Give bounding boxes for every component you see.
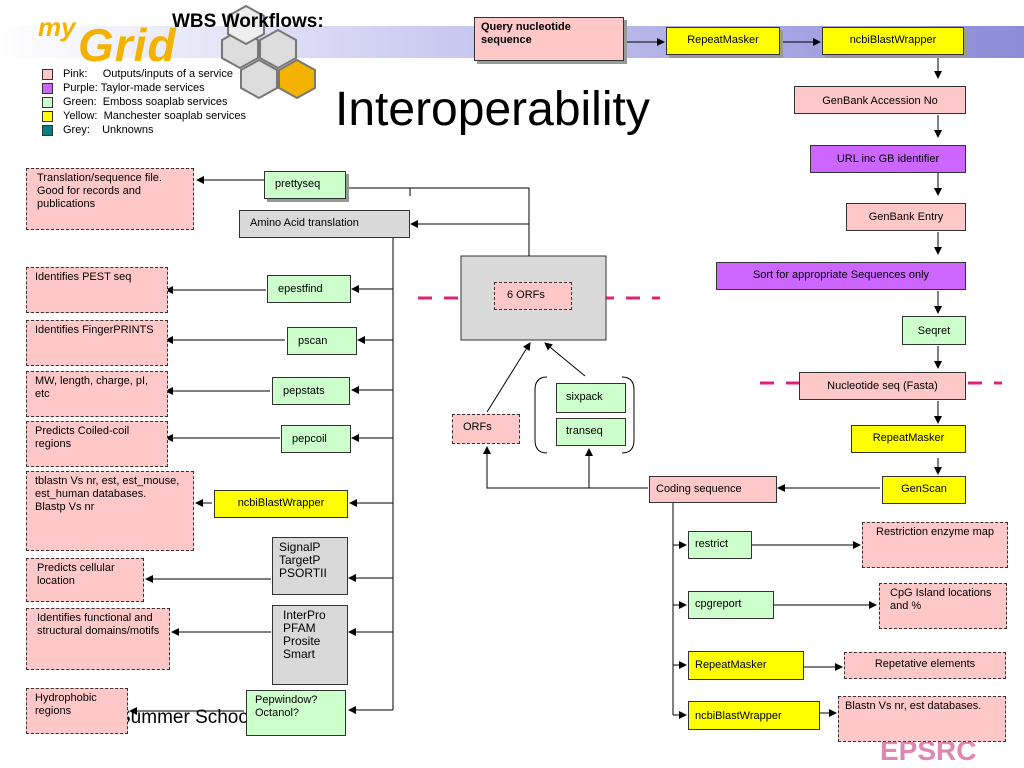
query-nucleotide-node[interactable]: Query nucleotide sequence [474,17,624,61]
legend-label: Yellow: Manchester soaplab services [63,110,247,122]
seqret-node[interactable]: Seqret [902,316,966,345]
cellular-location-node[interactable]: Predicts cellular location [26,558,144,602]
legend-item: Yellow: Manchester soaplab services [42,110,246,123]
logo-grid: Grid [78,19,177,71]
sort-sequences-node[interactable]: Sort for appropriate Sequences only [716,262,966,290]
interpro-node[interactable]: InterPro PFAM Prosite Smart [272,605,348,685]
arrow-coding-orfs [483,446,648,489]
hydrophobic-node[interactable]: Hydrophobic regions [26,688,128,734]
epestfind-node[interactable]: epestfind [267,275,351,303]
signalp-node[interactable]: SignalP TargetP PSORTII [272,537,348,595]
amino-acid-node[interactable]: Amino Acid translation [239,210,410,238]
url-gb-node[interactable]: URL inc GB identifier [810,145,966,173]
translation-file-node[interactable]: Translation/sequence file. Good for reco… [26,168,194,230]
genbank-entry-node[interactable]: GenBank Entry [846,203,966,231]
pepstats-node[interactable]: pepstats [272,377,350,405]
repeatmasker2-node[interactable]: RepeatMasker [851,425,966,453]
restriction-map-node[interactable]: Restriction enzyme map [862,522,1008,568]
cpg-island-node[interactable]: CpG Island locations and % [879,583,1007,629]
arrow-panel-prettyseq [409,187,530,256]
legend-item: Purple: Taylor-made services [42,82,205,95]
legend-swatch [42,69,53,80]
legend-label: Green: Emboss soaplab services [63,96,228,108]
legend-swatch [42,111,53,122]
cpgreport-node[interactable]: cpgreport [688,591,774,619]
nucleotide-seq-node[interactable]: Nucleotide seq (Fasta) [799,372,966,400]
repetative-elements-node[interactable]: Repetative elements [844,652,1006,679]
repeatmasker-node[interactable]: RepeatMasker [666,27,780,55]
orfs-node[interactable]: ORFs [452,414,520,444]
logo-my: my [38,12,76,42]
mw-node[interactable]: MW, length, charge, pI, etc [26,371,168,417]
bracket-right [621,376,635,454]
fingerprints-node[interactable]: Identifies FingerPRINTS [26,320,168,366]
prettyseq-node[interactable]: prettyseq [264,171,346,199]
bracket-left [534,376,548,454]
repeatmasker3-node[interactable]: RepeatMasker [688,651,804,680]
arrow-orfs-panel [486,342,531,413]
pest-node[interactable]: Identifies PEST seq [26,267,168,313]
pepwindow-node[interactable]: Pepwindow? Octanol? [246,690,346,736]
legend-item: Pink: Outputs/inputs of a service [42,68,233,81]
genscan-node[interactable]: GenScan [882,476,966,504]
ncbiblast-left-node[interactable]: ncbiBlastWrapper [214,490,348,518]
arrow-bracket-panel [544,342,586,377]
legend-item: Green: Emboss soaplab services [42,96,227,109]
six-orfs-node[interactable]: 6 ORFs [494,282,572,310]
legend-item: Grey: Unknowns [42,124,153,137]
legend-label: Purple: Taylor-made services [63,82,205,94]
coding-sequence-node[interactable]: Coding sequence [649,476,777,503]
tblastn-node[interactable]: tblastn Vs nr, est, est_mouse, est_human… [26,471,194,551]
sixpack-node[interactable]: sixpack [556,383,626,413]
page-subtitle: WBS Workflows: [172,11,324,32]
ncbiblast3-node[interactable]: ncbiBlastWrapper [688,701,820,730]
legend-swatch [42,97,53,108]
legend-swatch [42,125,53,136]
ncbiblast-node[interactable]: ncbiBlastWrapper [822,27,964,55]
legend-label: Pink: Outputs/inputs of a service [63,68,233,80]
logo-hex-icon [221,4,316,100]
blastn-vs-node[interactable]: Blastn Vs nr, est databases. [838,696,1006,742]
legend-swatch [42,83,53,94]
page-title: Interoperability [335,83,650,136]
pepcoil-node[interactable]: pepcoil [281,425,351,453]
genbank-accession-node[interactable]: GenBank Accession No [794,86,966,114]
transeq-node[interactable]: transeq [556,418,626,446]
pscan-node[interactable]: pscan [287,327,357,355]
legend-label: Grey: Unknowns [63,124,154,136]
functional-domains-node[interactable]: Identifies functional and structural dom… [26,608,170,670]
restrict-node[interactable]: restrict [688,531,752,559]
coiled-coil-node[interactable]: Predicts Coiled-coil regions [26,421,168,467]
